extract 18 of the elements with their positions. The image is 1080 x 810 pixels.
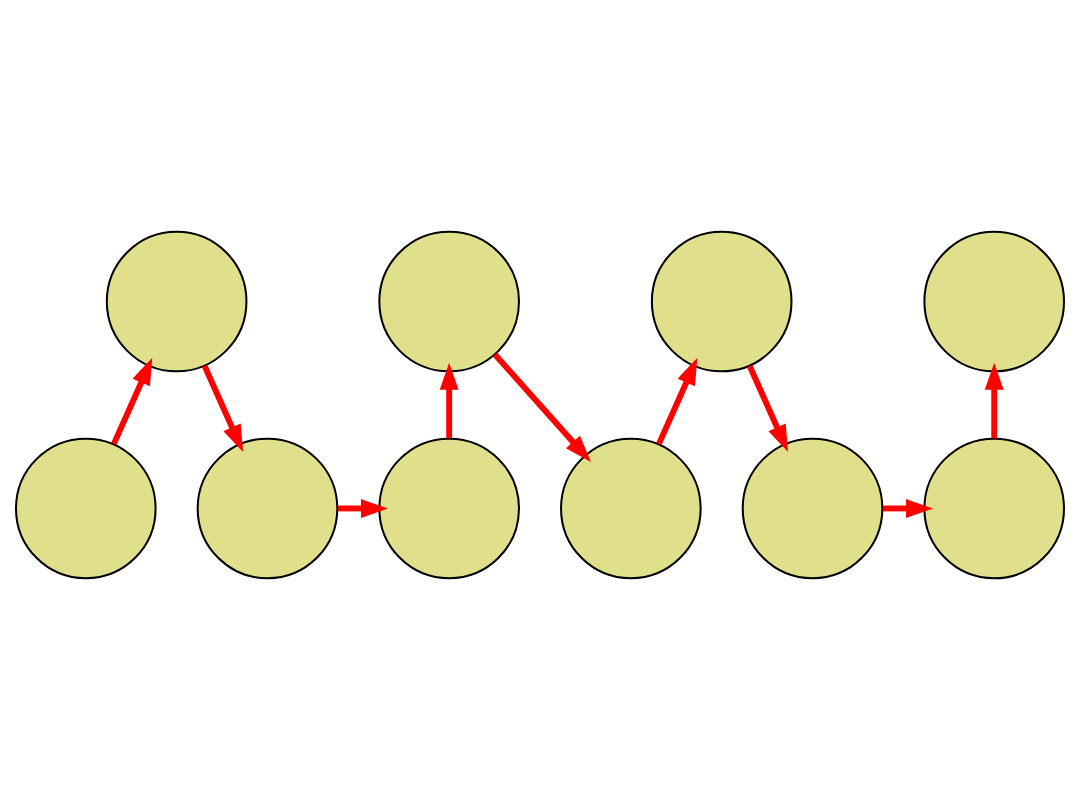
node-circle xyxy=(196,437,339,580)
node-circle xyxy=(923,230,1066,373)
node-circle xyxy=(105,230,248,373)
arrow xyxy=(984,362,1004,439)
arrow xyxy=(882,499,934,518)
node-circle xyxy=(650,230,793,373)
node-circle xyxy=(378,437,520,580)
arrow xyxy=(656,357,698,446)
node-circle xyxy=(923,437,1066,580)
arrow xyxy=(111,357,153,446)
arrow xyxy=(337,499,388,518)
arrow xyxy=(201,364,244,453)
node-circle xyxy=(14,437,157,580)
arrow xyxy=(492,352,591,463)
arrow xyxy=(439,362,459,439)
node-circle xyxy=(741,437,884,580)
node-circle xyxy=(378,230,520,373)
arrow xyxy=(747,364,789,453)
